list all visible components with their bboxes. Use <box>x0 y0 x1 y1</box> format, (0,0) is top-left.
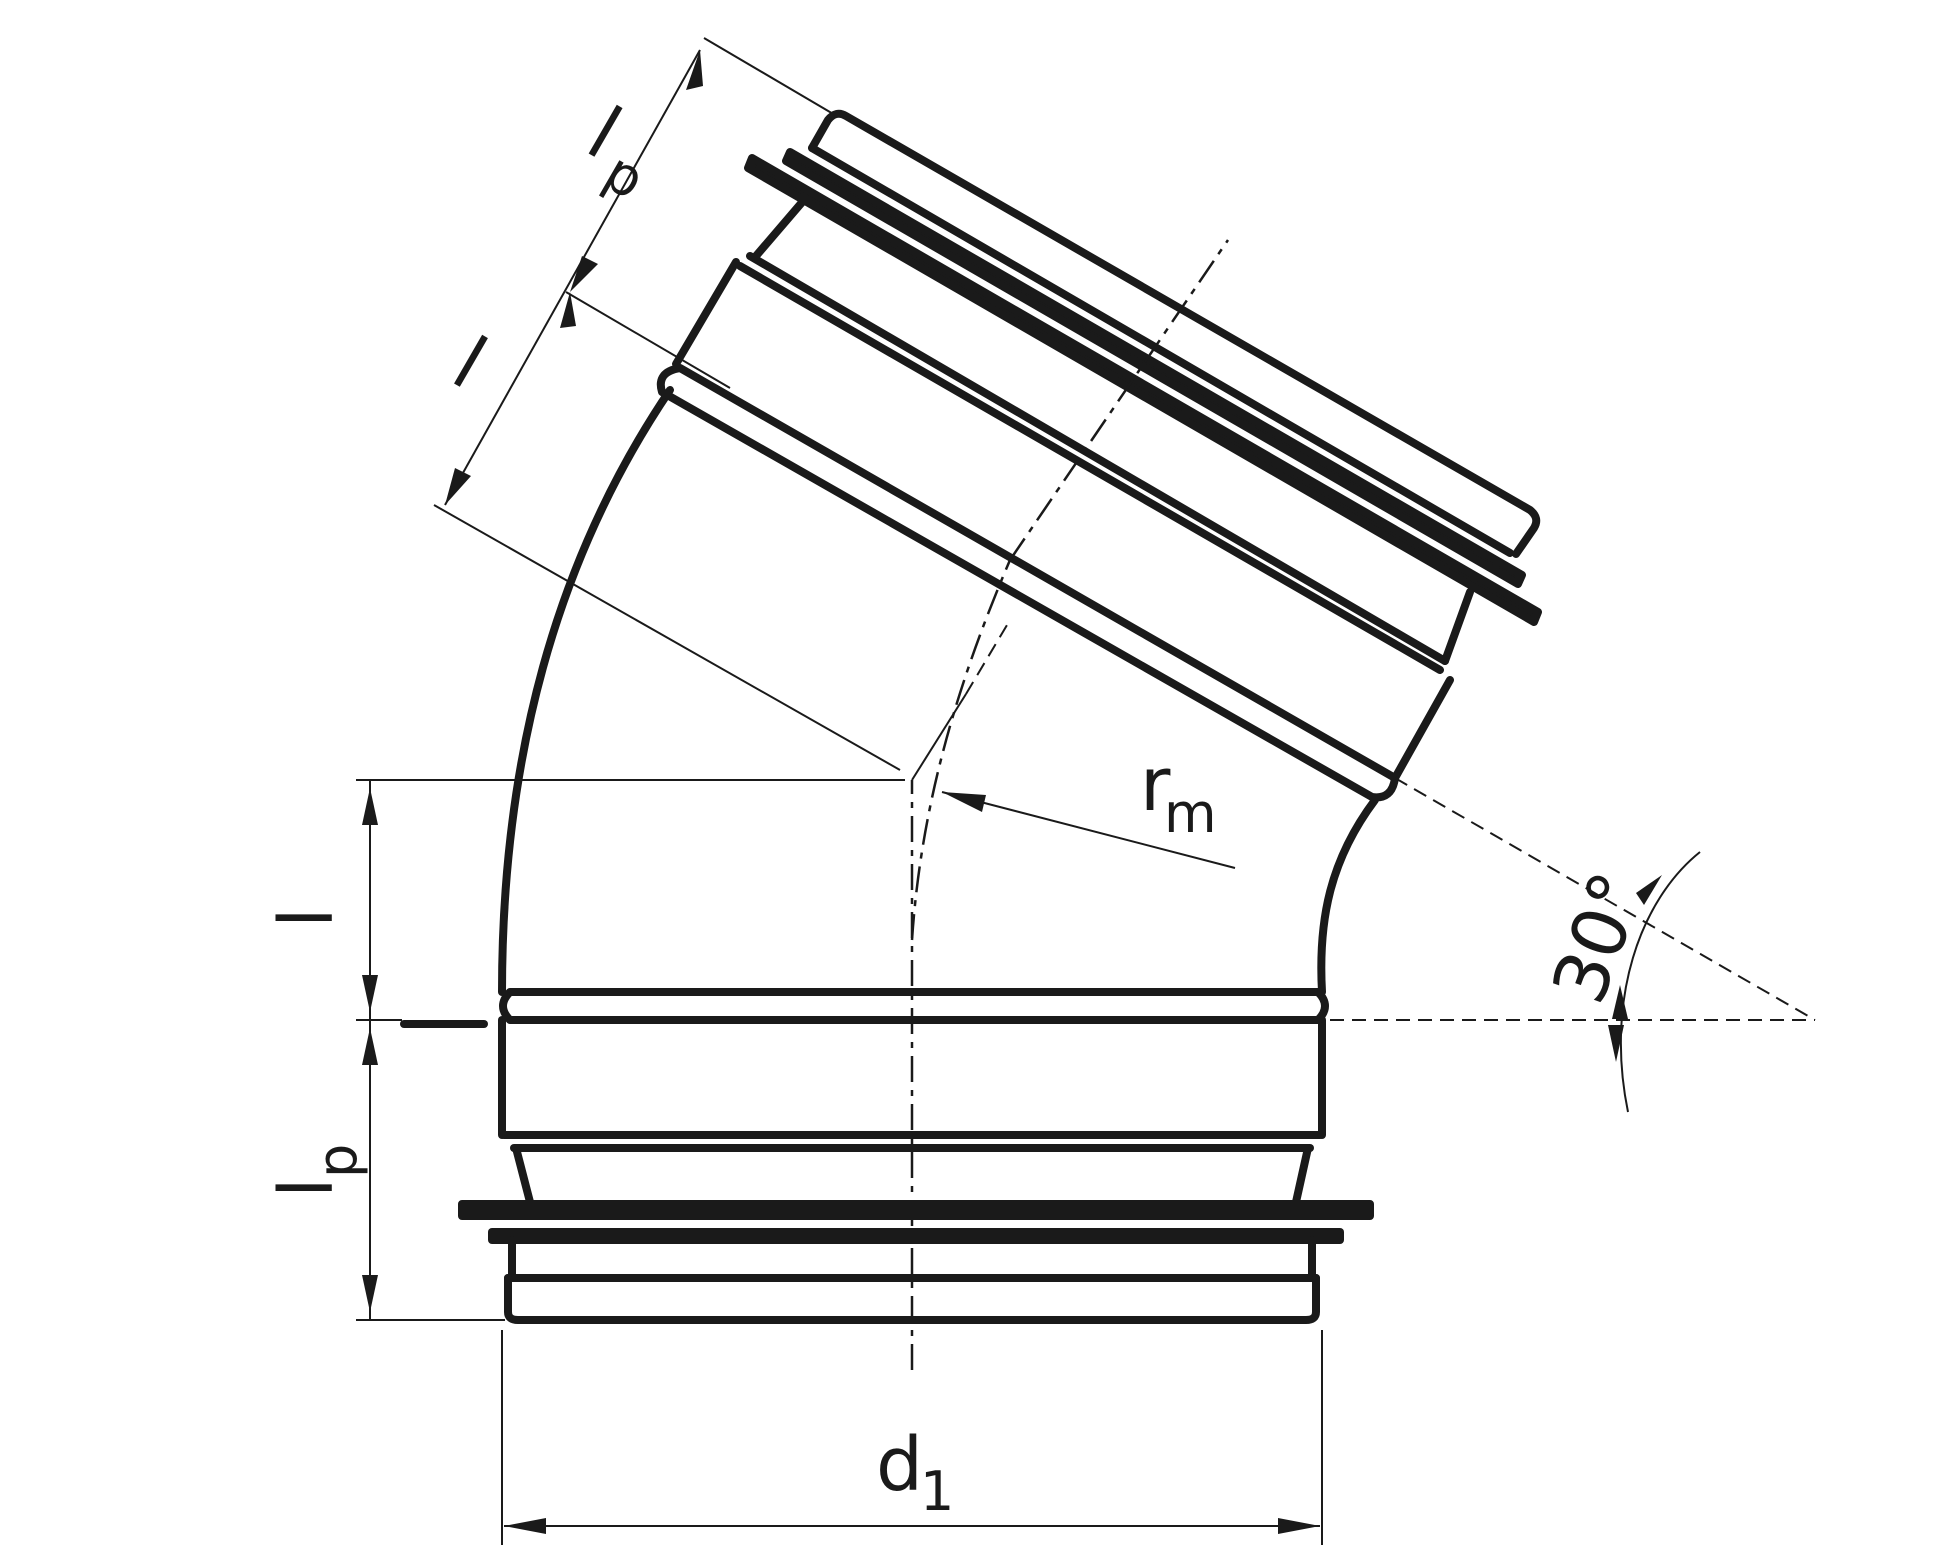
bottom-socket <box>458 988 1374 1324</box>
bottom-gasket-outer <box>458 1200 1374 1220</box>
label-rm-sub: m <box>1164 782 1217 845</box>
label-lp-left-main: l <box>264 1177 350 1198</box>
left-dimensions <box>356 779 905 1321</box>
bend-body <box>498 386 1379 996</box>
upper-gasket-outer <box>744 154 1542 626</box>
upper-dimensions <box>433 37 901 771</box>
label-angle-text: 30° <box>1536 861 1662 1014</box>
inner-arc <box>1317 796 1379 996</box>
diameter-dimension <box>501 1330 1323 1545</box>
centerlines <box>910 239 1230 1370</box>
outer-arc <box>498 386 674 996</box>
upper-axis-centerline <box>1008 239 1230 561</box>
arc-centerline <box>910 559 1012 941</box>
bottom-gasket-inner <box>488 1228 1344 1244</box>
label-d1-main: d <box>876 1422 923 1508</box>
angle-construction <box>1330 777 1816 1113</box>
label-d1-sub: 1 <box>920 1460 954 1523</box>
label-l-top: l <box>439 321 500 406</box>
label-lp-left: l p <box>264 1144 369 1198</box>
inclined-reference-line <box>1394 777 1816 1021</box>
label-lp-left-sub: p <box>306 1144 369 1178</box>
label-rm: r m <box>1140 742 1217 845</box>
upper-fitting <box>656 109 1542 802</box>
radius-leader <box>941 791 1236 869</box>
label-angle: 30° <box>1536 861 1662 1014</box>
label-l-left: l <box>264 907 350 928</box>
upper-gasket-inner <box>782 148 1526 588</box>
label-l-left-text: l <box>264 907 350 928</box>
label-l-top-text: l <box>439 321 500 406</box>
upper-bead-ring <box>656 364 1399 802</box>
label-rm-main: r <box>1140 742 1171 828</box>
bottom-bead-ring <box>499 988 1329 1024</box>
upper-socket-rim <box>808 109 1541 558</box>
label-d1: d 1 <box>876 1422 954 1523</box>
angle-arc <box>1619 851 1701 1113</box>
label-lp-top: l p <box>574 91 655 212</box>
